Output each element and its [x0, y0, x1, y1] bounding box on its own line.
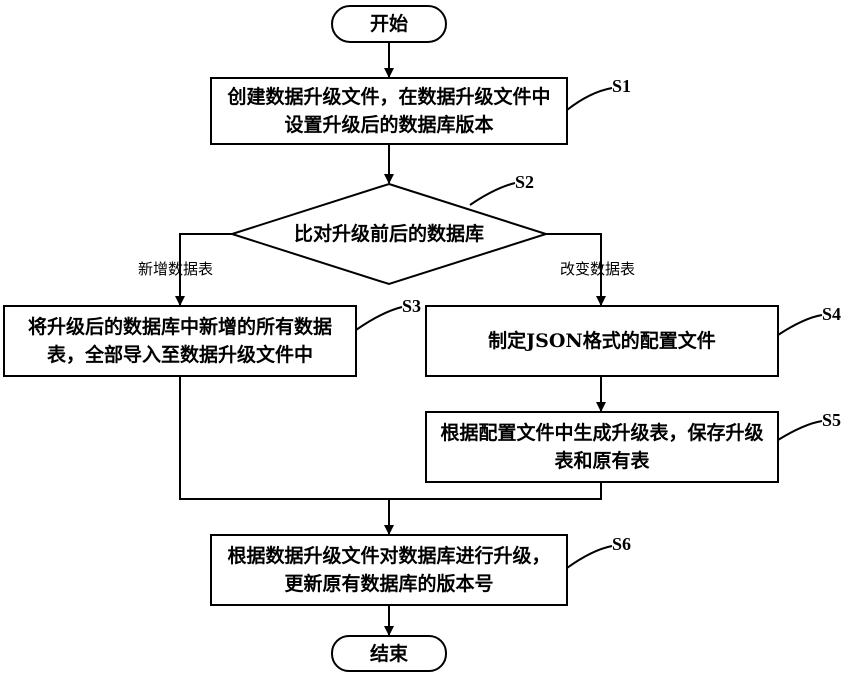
leader-s1	[567, 88, 612, 110]
step-label-s1: S1	[612, 76, 631, 97]
s4-label: 制定JSON格式的配置文件	[426, 306, 778, 376]
s2-label: 比对升级前后的数据库	[262, 214, 516, 254]
step-label-s6: S6	[612, 534, 631, 555]
s6-text-line1: 根据数据升级文件对数据库进行升级，	[227, 542, 550, 570]
s2-text: 比对升级前后的数据库	[294, 220, 484, 248]
leader-s5	[778, 421, 822, 440]
s1-text-line2: 设置升级后的数据库版本	[284, 111, 493, 139]
s6-label: 根据数据升级文件对数据库进行升级， 更新原有数据库的版本号	[211, 535, 567, 605]
s5-label: 根据配置文件中生成升级表，保存升级 表和原有表	[426, 412, 778, 482]
s6-text-line2: 更新原有数据库的版本号	[284, 570, 493, 598]
s3-text-line1: 将升级后的数据库中新增的所有数据	[28, 313, 332, 341]
step-label-s2: S2	[515, 172, 534, 193]
step-label-s5: S5	[822, 410, 841, 431]
end-text: 结束	[370, 640, 408, 668]
leader-s3	[356, 307, 402, 330]
s4-text: 制定JSON格式的配置文件	[488, 327, 716, 355]
s3-label: 将升级后的数据库中新增的所有数据 表，全部导入至数据升级文件中	[4, 306, 356, 376]
edge-label-new-tables: 新增数据表	[138, 258, 213, 279]
leader-s4	[778, 315, 822, 335]
start-text: 开始	[370, 10, 408, 38]
s1-label: 创建数据升级文件，在数据升级文件中 设置升级后的数据库版本	[211, 78, 567, 144]
leader-s2	[470, 183, 515, 205]
s3-text-line2: 表，全部导入至数据升级文件中	[47, 341, 313, 369]
leader-s6	[567, 546, 612, 568]
s5-text-line2: 表和原有表	[554, 447, 649, 475]
s1-text-line1: 创建数据升级文件，在数据升级文件中	[227, 83, 550, 111]
edge-label-changed-tables: 改变数据表	[560, 258, 635, 279]
step-label-s4: S4	[822, 304, 841, 325]
end-label: 结束	[332, 636, 446, 671]
step-label-s3: S3	[402, 296, 421, 317]
s5-text-line1: 根据配置文件中生成升级表，保存升级	[440, 419, 763, 447]
start-label: 开始	[332, 6, 446, 42]
